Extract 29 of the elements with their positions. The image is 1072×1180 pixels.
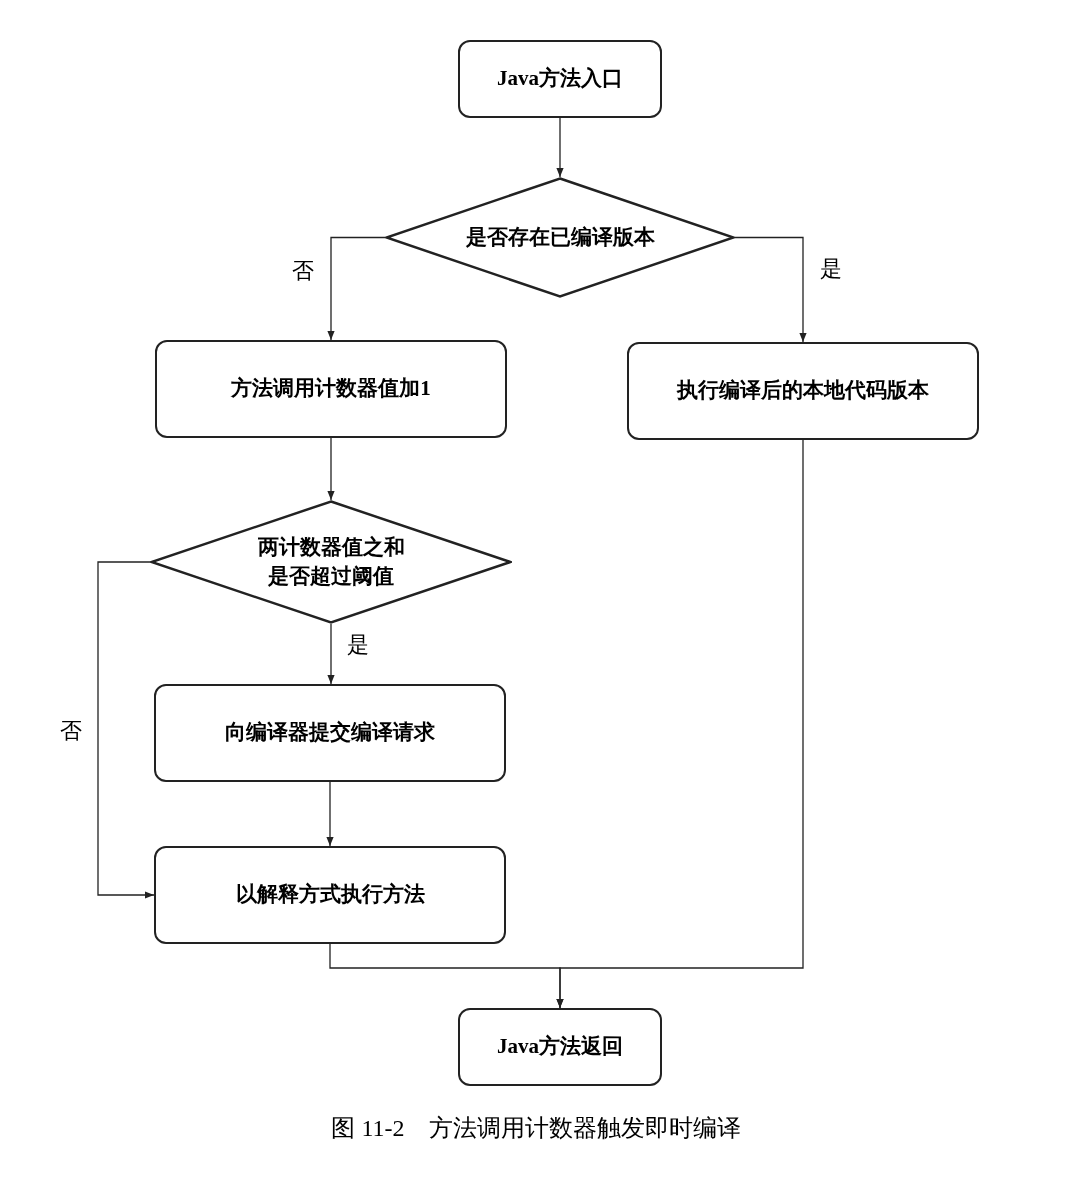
arrow	[327, 623, 335, 685]
node-text: 向编译器提交编译请求	[225, 719, 435, 747]
edge-label: 是	[818, 258, 844, 280]
node-text: Java方法返回	[497, 1033, 623, 1061]
node-text: 两计数器值之和是否超过阈值	[256, 533, 406, 590]
node-text: 方法调用计数器值加1	[231, 375, 431, 403]
caption: 图 11-2 方法调用计数器触发即时编译	[330, 1114, 742, 1143]
decision-diamond	[385, 177, 735, 298]
arrow	[327, 437, 335, 501]
process-box	[155, 340, 507, 438]
arrow	[327, 236, 386, 341]
edge-label: 是	[345, 634, 371, 656]
node-text: 以解释方式执行方法	[235, 881, 425, 909]
node-text: 是否存在已编译版本	[465, 223, 655, 251]
edge-label: 否	[58, 720, 84, 742]
arrow	[326, 781, 334, 847]
arrow	[734, 236, 807, 343]
arrow	[556, 439, 804, 1009]
process-box	[627, 342, 979, 440]
arrow	[97, 561, 155, 899]
decision-diamond	[150, 500, 512, 624]
process-box	[458, 40, 662, 118]
edge-label: 否	[290, 260, 316, 282]
process-box	[458, 1008, 662, 1086]
process-box	[154, 846, 506, 944]
node-text: Java方法入口	[497, 65, 623, 93]
arrow	[556, 117, 564, 178]
node-text: 执行编译后的本地代码版本	[677, 377, 929, 405]
process-box	[154, 684, 506, 782]
